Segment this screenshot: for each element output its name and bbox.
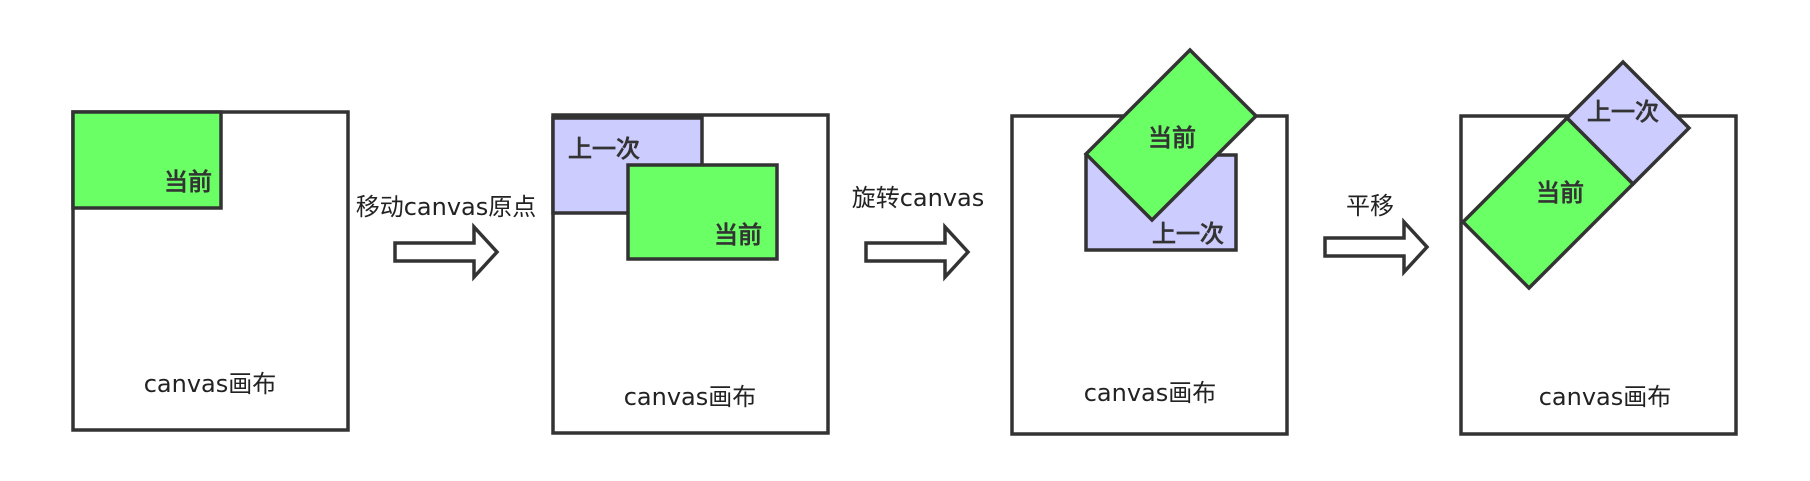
arrow-icon — [393, 222, 500, 282]
arrow-icon — [864, 222, 971, 282]
step-arrow-1: 移动canvas原点 — [356, 193, 537, 282]
step-label-3: 平移 — [1346, 192, 1394, 220]
step-label-1: 移动canvas原点 — [356, 193, 537, 221]
step-arrow-2: 旋转canvas — [852, 184, 985, 282]
panel-1: 当前 canvas画布 — [71, 110, 350, 432]
current-label-4: 当前 — [1536, 179, 1584, 207]
previous-label-2: 上一次 — [568, 135, 640, 163]
current-label-3: 当前 — [1148, 124, 1196, 152]
canvas-label-1: canvas画布 — [144, 370, 277, 398]
current-rect-3 — [1083, 47, 1259, 223]
panel-4: 上一次 当前 canvas画布 — [1459, 59, 1738, 436]
panel-2: 上一次 当前 canvas画布 — [551, 113, 830, 435]
canvas-label-3: canvas画布 — [1084, 379, 1217, 407]
canvas-label-4: canvas画布 — [1539, 383, 1672, 411]
step-label-2: 旋转canvas — [852, 184, 985, 212]
arrow-icon — [1323, 217, 1430, 277]
step-arrow-3: 平移 — [1323, 192, 1430, 277]
previous-label-3: 上一次 — [1152, 220, 1224, 248]
panel-3: 上一次 当前 canvas画布 — [1010, 47, 1289, 436]
current-label-2: 当前 — [714, 221, 762, 249]
previous-label-4: 上一次 — [1587, 98, 1659, 126]
current-rect-2 — [626, 163, 779, 261]
current-rect-4 — [1460, 115, 1636, 291]
current-label-1: 当前 — [164, 168, 212, 196]
current-rect-1 — [71, 110, 223, 210]
canvas-label-2: canvas画布 — [624, 383, 757, 411]
